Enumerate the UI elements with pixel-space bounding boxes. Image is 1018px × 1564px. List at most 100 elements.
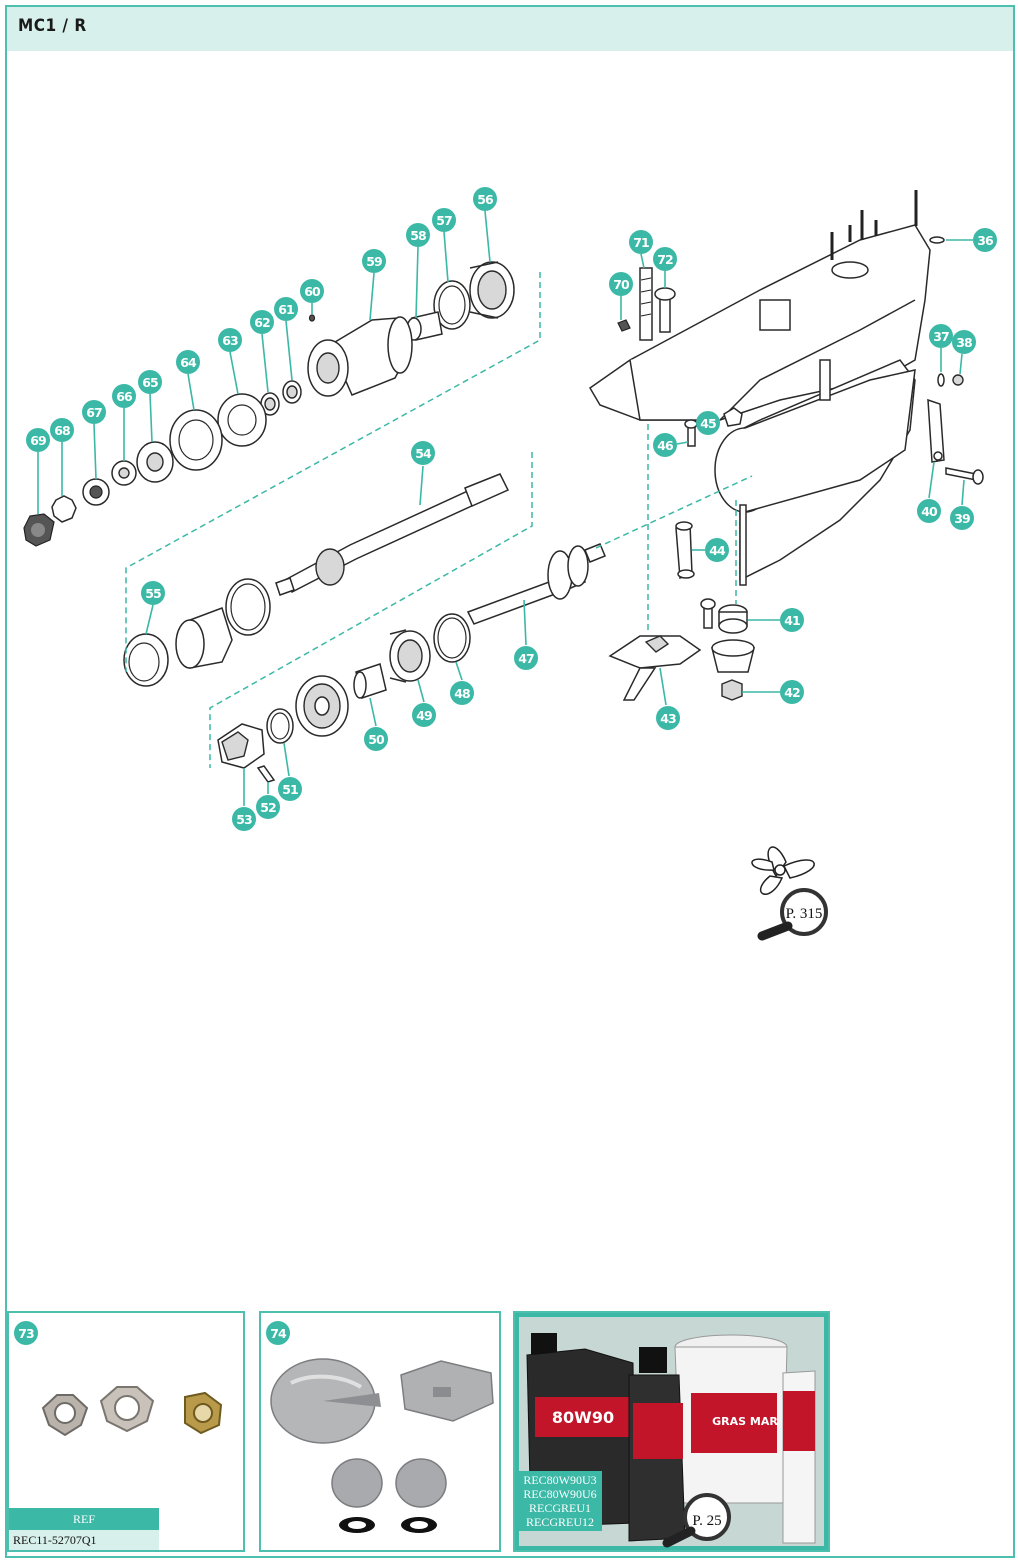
callout-65: 65 <box>138 370 162 394</box>
exploded-diagram: 36 37 38 39 40 41 42 43 44 45 46 47 48 4… <box>23 187 997 941</box>
callout-55: 55 <box>141 581 165 605</box>
svg-text:60: 60 <box>304 284 321 299</box>
callout-66: 66 <box>112 384 136 408</box>
callout-54: 54 <box>411 441 435 465</box>
svg-text:47: 47 <box>518 651 534 666</box>
callout-53: 53 <box>232 807 256 831</box>
code-item: REC80W90U3 <box>523 1473 597 1487</box>
svg-text:64: 64 <box>180 355 197 370</box>
callout-41: 41 <box>780 608 804 632</box>
svg-text:57: 57 <box>436 213 452 228</box>
propeller-icon <box>751 846 815 895</box>
drive-shaft-parts <box>23 261 515 547</box>
callout-43: 43 <box>656 706 680 730</box>
box-lubricants: 80W90 GRAS MAR P. 25 REC80W90U3 REC80W90… <box>513 1311 830 1552</box>
anodes-image: 74 <box>266 1321 494 1533</box>
callout-64: 64 <box>176 350 200 374</box>
box-nut-kit: 73 REF REC11-52707Q1 <box>7 1311 245 1552</box>
svg-text:45: 45 <box>700 416 716 431</box>
svg-text:53: 53 <box>236 812 252 827</box>
callout-36: 36 <box>973 228 997 252</box>
svg-text:69: 69 <box>30 433 46 448</box>
small-oil-bottle <box>628 1347 686 1542</box>
page-ref-25: P. 25 <box>692 1513 721 1529</box>
callout-61: 61 <box>274 297 298 321</box>
tab-washer-2 <box>99 1386 155 1433</box>
cap-anode-1 <box>331 1458 383 1533</box>
callout-52: 52 <box>256 795 280 819</box>
can-label: 80W90 <box>552 1408 614 1427</box>
svg-text:59: 59 <box>366 254 382 269</box>
svg-text:43: 43 <box>660 711 676 726</box>
pinion-shaft <box>275 473 510 596</box>
callout-40: 40 <box>917 499 941 523</box>
svg-text:55: 55 <box>145 586 161 601</box>
callout-50: 50 <box>364 727 388 751</box>
callout-45: 45 <box>696 411 720 435</box>
svg-text:65: 65 <box>142 375 158 390</box>
svg-text:49: 49 <box>416 708 432 723</box>
callout-46: 46 <box>653 433 677 457</box>
page-frame <box>5 5 1015 1558</box>
svg-text:52: 52 <box>260 800 276 815</box>
svg-text:40: 40 <box>921 504 938 519</box>
callout-56: 56 <box>473 187 497 211</box>
callout-60: 60 <box>300 279 324 303</box>
callout-44: 44 <box>705 538 729 562</box>
svg-text:61: 61 <box>278 302 294 317</box>
callout-70: 70 <box>609 272 633 296</box>
small-parts <box>608 236 984 701</box>
block-anode <box>400 1360 494 1422</box>
callout-59: 59 <box>362 249 386 273</box>
svg-text:58: 58 <box>410 228 426 243</box>
svg-text:54: 54 <box>415 446 432 461</box>
svg-text:44: 44 <box>709 543 726 558</box>
svg-text:38: 38 <box>956 335 972 350</box>
tab-washer-1 <box>41 1394 89 1437</box>
lubricants-image: 80W90 GRAS MAR P. 25 <box>519 1317 824 1548</box>
svg-text:73: 73 <box>18 1326 34 1341</box>
propeller-shaft <box>217 543 606 783</box>
callout-71: 71 <box>629 230 653 254</box>
magnifier-icon <box>757 888 828 941</box>
callout-49: 49 <box>412 703 436 727</box>
svg-text:37: 37 <box>933 329 949 344</box>
page-ref-315: P. 315 <box>786 906 823 922</box>
callout-68: 68 <box>50 418 74 442</box>
svg-text:39: 39 <box>954 511 970 526</box>
tub-label: GRAS MAR <box>712 1415 778 1428</box>
svg-text:50: 50 <box>368 732 385 747</box>
lubricant-codes: REC80W90U3 REC80W90U6 RECGREU1 RECGREU12 <box>518 1471 602 1531</box>
grease-tub: GRAS MAR <box>674 1334 788 1504</box>
header-bar: MC1 / R <box>7 7 1013 51</box>
svg-text:48: 48 <box>454 686 470 701</box>
callout-62: 62 <box>250 310 274 334</box>
box-anodes: 74 <box>259 1311 501 1552</box>
callout-73: 73 <box>14 1321 38 1345</box>
svg-text:71: 71 <box>633 235 649 250</box>
svg-text:41: 41 <box>784 613 800 628</box>
callout-47: 47 <box>514 646 538 670</box>
svg-text:72: 72 <box>657 252 673 267</box>
grease-tube <box>782 1370 816 1544</box>
svg-text:62: 62 <box>254 315 270 330</box>
svg-text:70: 70 <box>613 277 630 292</box>
svg-text:51: 51 <box>282 782 298 797</box>
gearcase-housing <box>589 190 931 586</box>
code-item: REC80W90U6 <box>523 1487 597 1501</box>
svg-text:42: 42 <box>784 685 800 700</box>
callout-38: 38 <box>952 330 976 354</box>
code-item: RECGREU1 <box>528 1501 591 1515</box>
propeller-page-ref: P. 315 <box>751 846 828 941</box>
callout-72: 72 <box>653 247 677 271</box>
callout-69: 69 <box>26 428 50 452</box>
callout-48: 48 <box>450 681 474 705</box>
callout-42: 42 <box>780 680 804 704</box>
callout-63: 63 <box>218 328 242 352</box>
callout-58: 58 <box>406 223 430 247</box>
magnifier-icon <box>662 1493 731 1548</box>
bearing-cup <box>123 578 271 687</box>
callout-57: 57 <box>432 208 456 232</box>
cap-anode-2 <box>395 1458 447 1533</box>
assembly-lines <box>125 272 753 768</box>
